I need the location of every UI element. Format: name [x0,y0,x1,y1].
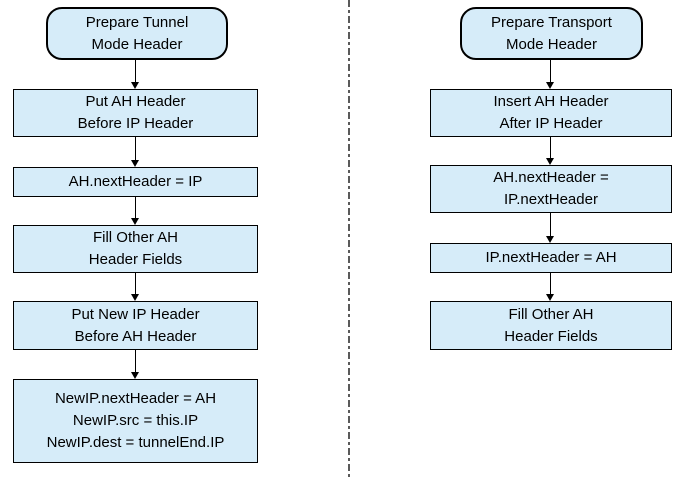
column-separator-line [348,0,350,479]
node-ah-nextheader-equals-ip: AH.nextHeader = IP [13,167,258,197]
flow-arrow [131,137,140,167]
arrowhead-down-icon [546,294,554,301]
flow-arrow [131,60,140,89]
node-ip-nextheader-equals-ah: IP.nextHeader = AH [430,243,672,273]
node-fill-other-ah-header-fields-transport: Fill Other AH Header Fields [430,301,672,350]
flow-arrow [131,273,140,301]
arrow-line [135,137,136,161]
flow-arrow [546,137,555,165]
node-insert-ah-header-after-ip-header: Insert AH Header After IP Header [430,89,672,137]
arrow-line [550,60,551,83]
flow-arrow [546,273,555,301]
node-put-new-ip-header-before-ah-header: Put New IP Header Before AH Header [13,301,258,350]
flow-arrow [131,350,140,379]
arrow-line [135,350,136,373]
arrow-line [135,273,136,295]
node-prepare-tunnel-mode-header: Prepare Tunnel Mode Header [46,7,228,60]
arrow-line [550,137,551,159]
arrowhead-down-icon [131,294,139,301]
arrowhead-down-icon [131,372,139,379]
node-prepare-transport-mode-header: Prepare Transport Mode Header [460,7,643,60]
node-put-ah-header-before-ip-header: Put AH Header Before IP Header [13,89,258,137]
arrowhead-down-icon [546,236,554,243]
arrow-line [135,197,136,219]
flow-arrow [546,60,555,89]
node-fill-other-ah-header-fields-tunnel: Fill Other AH Header Fields [13,225,258,273]
node-ah-nextheader-equals-ip-nextheader: AH.nextHeader = IP.nextHeader [430,165,672,213]
flow-arrow [546,213,555,243]
arrowhead-down-icon [131,218,139,225]
arrowhead-down-icon [546,158,554,165]
arrow-line [550,213,551,237]
node-newip-assignments: NewIP.nextHeader = AH NewIP.src = this.I… [13,379,258,463]
arrow-line [135,60,136,83]
flow-arrow [131,197,140,225]
arrowhead-down-icon [131,160,139,167]
arrowhead-down-icon [131,82,139,89]
arrow-line [550,273,551,295]
arrowhead-down-icon [546,82,554,89]
